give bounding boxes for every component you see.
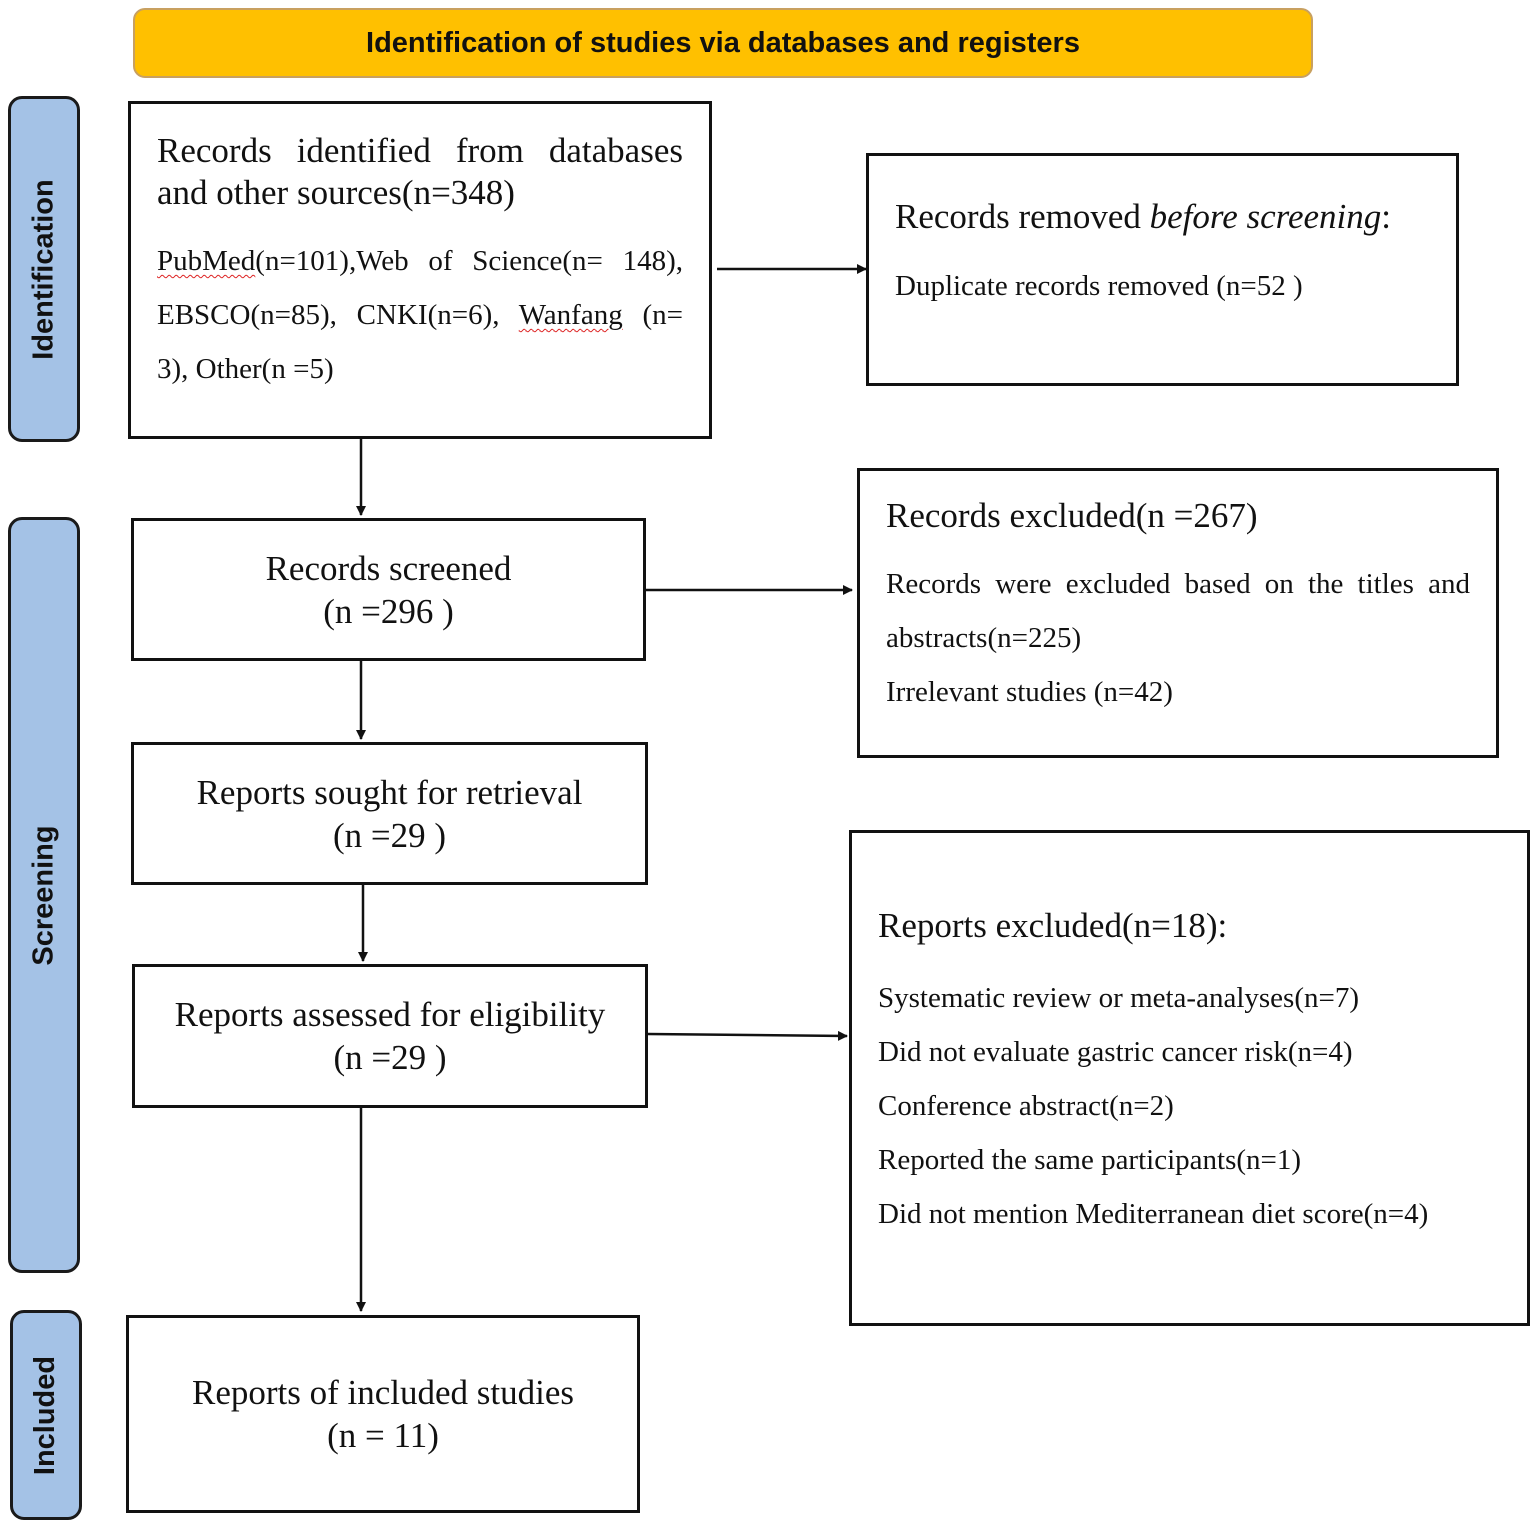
stage-screening: Screening	[8, 517, 80, 1273]
reports-assessed-count: (n =29 )	[333, 1038, 447, 1077]
wanfang-text: Wanfang	[518, 299, 623, 331]
records-removed-title-suffix: :	[1381, 197, 1392, 236]
stage-identification: Identification	[8, 96, 80, 442]
records-excluded-line-3: Irrelevant studies (n=42)	[886, 676, 1173, 708]
exclusion-reason-4: Reported the same participants(n=1)	[878, 1144, 1302, 1176]
reports-sought-count: (n =29 )	[332, 815, 447, 855]
records-screened-label: Records screened	[265, 548, 512, 588]
records-screened-box: Records screened (n =296 )	[131, 518, 646, 661]
records-excluded-line-1: Records were excluded based on the title…	[886, 568, 1470, 600]
records-excluded-title: Records excluded(n =267)	[886, 496, 1258, 535]
pubmed-count-text: (n=101),Web of Science(n= 148),	[255, 245, 683, 277]
reports-assessed-box: Reports assessed for eligibility (n =29 …	[132, 964, 648, 1108]
header-title: Identification of studies via databases …	[366, 26, 1080, 59]
records-removed-title-prefix: Records removed	[895, 197, 1150, 236]
wanfang-count-text: (n=	[622, 299, 684, 331]
exclusion-reason-5: Did not mention Mediterranean diet score…	[878, 1198, 1429, 1230]
exclusion-reason-1: Systematic review or meta-analyses(n=7)	[878, 982, 1359, 1014]
stage-included: Included	[10, 1310, 82, 1520]
records-removed-title: Records removed before screening:	[895, 196, 1430, 238]
included-studies-label: Reports of included studies	[191, 1373, 575, 1412]
records-removed-title-italic: before screening	[1149, 197, 1382, 236]
arrow-to-reports-excluded	[647, 1030, 848, 1041]
sources-line-1: PubMed(n=101),Web of Science(n= 148),	[157, 234, 683, 288]
included-studies-box: Reports of included studies (n = 11)	[126, 1315, 640, 1513]
sources-line-3: 3), Other(n =5)	[157, 353, 334, 385]
exclusion-reason-2: Did not evaluate gastric cancer risk(n=4…	[878, 1036, 1353, 1068]
reports-excluded-box: Reports excluded(n=18): Systematic revie…	[849, 830, 1530, 1326]
records-excluded-line-2: abstracts(n=225)	[886, 622, 1082, 654]
reports-sought-label: Reports sought for retrieval	[196, 772, 583, 812]
records-identified-title-2: and other sources(n=348)	[157, 173, 515, 212]
records-removed-box: Records removed before screening: Duplic…	[866, 153, 1459, 386]
records-excluded-box: Records excluded(n =267) Records were ex…	[857, 468, 1499, 758]
records-screened-count: (n =296 )	[323, 591, 454, 631]
pubmed-text: PubMed	[157, 245, 256, 277]
duplicates-removed-text: Duplicate records removed (n=52 )	[895, 270, 1303, 302]
header-banner: Identification of studies via databases …	[133, 8, 1313, 78]
reports-excluded-title: Reports excluded(n=18):	[878, 906, 1228, 945]
exclusion-reason-3: Conference abstract(n=2)	[878, 1090, 1174, 1122]
included-studies-count: (n = 11)	[327, 1416, 439, 1455]
sources-line-2: EBSCO(n=85), CNKI(n=6), Wanfang (n=	[157, 288, 683, 342]
ebsco-cnki-text: EBSCO(n=85), CNKI(n=6),	[157, 299, 519, 331]
records-identified-title-1: Records identified from databases	[157, 131, 683, 170]
records-identified-box: Records identified from databases and ot…	[128, 101, 712, 439]
reports-assessed-label: Reports assessed for eligibility	[174, 995, 606, 1034]
reports-sought-box: Reports sought for retrieval (n =29 )	[131, 742, 648, 885]
